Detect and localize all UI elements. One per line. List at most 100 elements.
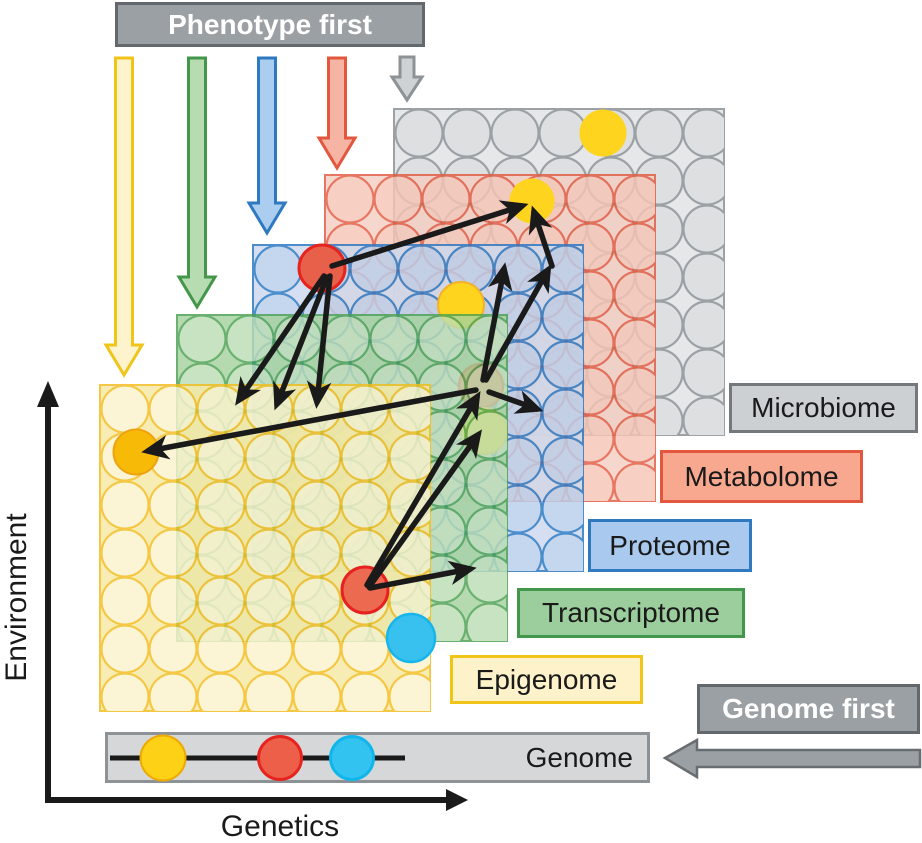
metabolome-well (373, 175, 423, 224)
epigenome-well-grid (100, 385, 430, 711)
epigenome-well (148, 672, 198, 711)
epigenome-well (292, 672, 342, 711)
epigenome-well (196, 528, 246, 578)
epigenome-well (100, 480, 150, 530)
transcriptome-well (417, 315, 467, 364)
microbiome-well (682, 252, 724, 302)
metabolome-label: Metabolome (660, 450, 863, 503)
relation-arrow (528, 205, 555, 269)
epigenome-well (292, 624, 342, 674)
epigenome-well (244, 528, 294, 578)
relation-arrows (141, 200, 555, 591)
epigenome-well (100, 672, 150, 711)
relation-arrow (480, 262, 513, 383)
metabolome-yellow-dot (509, 178, 555, 224)
epigenome-well (388, 385, 430, 434)
epigenome-well (148, 624, 198, 674)
transcriptome-label: Transcriptome (517, 588, 745, 638)
microbiome-well (682, 204, 724, 254)
epigenome-well (196, 385, 246, 434)
relation-arrow (141, 387, 479, 460)
transcriptome-well (465, 554, 507, 604)
epigenome-well (244, 432, 294, 482)
proteome-well (541, 484, 583, 534)
axes (37, 381, 468, 811)
transcriptome-well (369, 315, 419, 364)
epigenome-well (244, 672, 294, 711)
relation-arrow (235, 273, 327, 406)
metabolome-well (613, 175, 655, 224)
genome-first-banner: Genome first (697, 684, 920, 734)
environment-axis-arrowhead (37, 381, 59, 407)
microbiome-well (634, 109, 684, 158)
proteome-down-arrow (246, 56, 288, 236)
microbiome-well (442, 109, 492, 158)
phenotype-first-arrows (103, 55, 425, 378)
relation-arrow (306, 273, 333, 409)
epigenome-well (196, 480, 246, 530)
epigenome-well (292, 480, 342, 530)
proteome-well (541, 292, 583, 342)
microbiome-well (682, 396, 724, 435)
transcriptome-down-arrow (176, 56, 218, 310)
microbiome-well (682, 300, 724, 350)
genetics-axis-arrowhead (446, 789, 468, 811)
metabolome-well (613, 222, 655, 272)
epigenome-well (340, 624, 390, 674)
relation-arrow (367, 560, 477, 591)
microbiome-well (394, 109, 444, 158)
relation-arrow (486, 389, 544, 414)
metabolome-well (613, 462, 655, 501)
microbiome-well (682, 348, 724, 398)
microbiome-yellow-dot (579, 109, 627, 157)
metabolome-well (613, 366, 655, 416)
epigenome-well (100, 385, 150, 434)
metabolome-well (613, 414, 655, 464)
proteome-well (541, 532, 583, 571)
metabolome-well (325, 175, 375, 224)
relation-arrow (483, 264, 552, 383)
metabolome-well (613, 270, 655, 320)
epigenome-well (100, 624, 150, 674)
proteome-well (397, 245, 447, 294)
epigenome-well (292, 576, 342, 626)
transcriptome-well (465, 458, 507, 508)
transcriptome-well (465, 602, 507, 641)
epigenome-well (340, 672, 390, 711)
proteome-well (541, 340, 583, 390)
microbiome-down-arrow (389, 55, 425, 103)
genome-cyan-dot (329, 735, 375, 781)
genetics-axis-label: Genetics (220, 810, 340, 843)
transcriptome-well (465, 506, 507, 556)
transcriptome-well (321, 315, 371, 364)
axis-lines (45, 394, 453, 803)
relation-arrow (366, 429, 483, 590)
metabolome-well (565, 175, 615, 224)
epigenome-layer (99, 384, 431, 712)
genome-first-arrow (662, 737, 922, 780)
relation-arrow (329, 200, 529, 269)
epigenome-well (196, 576, 246, 626)
epigenome-well (148, 480, 198, 530)
epigenome-well (196, 672, 246, 711)
epigenome-well (244, 624, 294, 674)
epigenome-well (340, 432, 390, 482)
metabolome-well (613, 318, 655, 368)
microbiome-well (682, 156, 724, 206)
proteome-well (253, 245, 303, 294)
epigenome-well (100, 576, 150, 626)
epigenome-well (148, 385, 198, 434)
epigenome-down-arrow (103, 56, 145, 378)
phenotype-first-banner: Phenotype first (115, 2, 425, 47)
microbiome-well (490, 109, 540, 158)
epigenome-well (292, 432, 342, 482)
relation-arrow (273, 274, 330, 411)
proteome-well (541, 388, 583, 438)
epigenome-well (340, 480, 390, 530)
metabolome-well (421, 175, 471, 224)
transcriptome-well (465, 410, 507, 460)
epigenome-well (148, 576, 198, 626)
epigenome-well (196, 624, 246, 674)
